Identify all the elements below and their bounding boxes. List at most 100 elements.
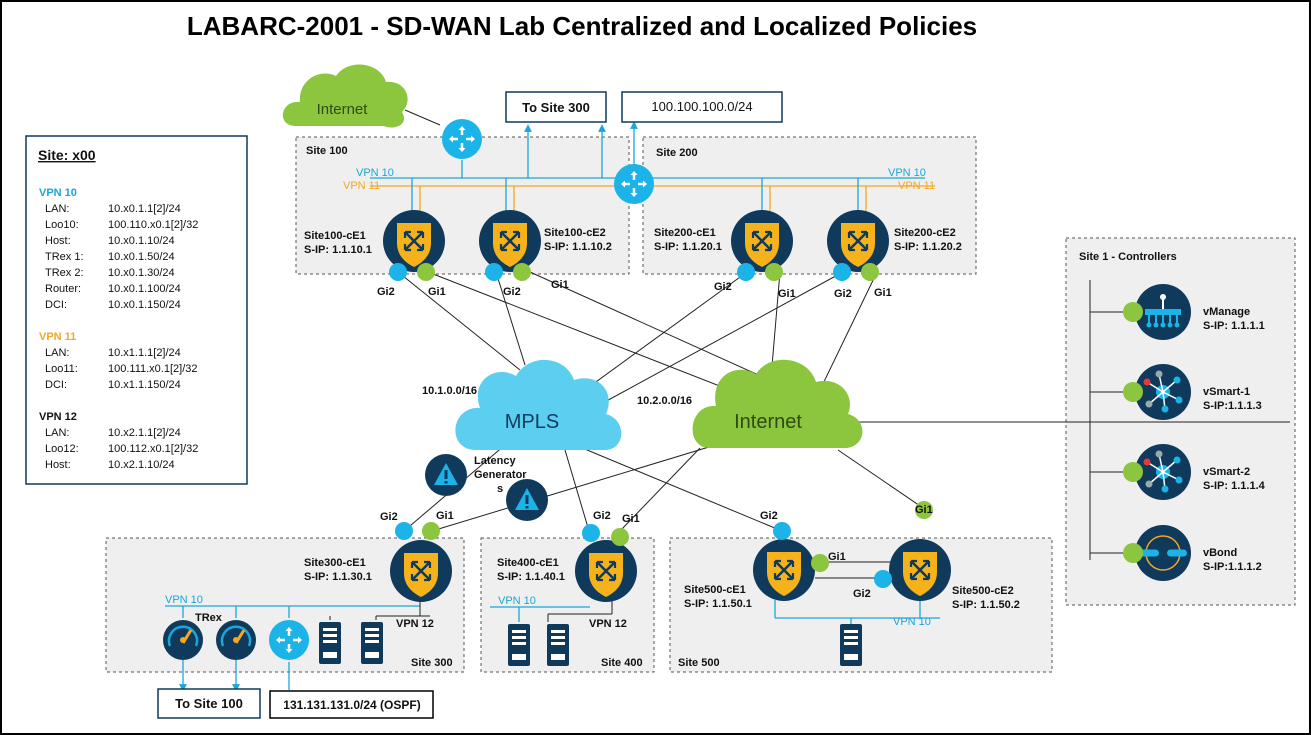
gi1-label: Gi1: [436, 510, 454, 522]
gi1-label: Gi1: [622, 513, 640, 525]
site-200-label: Site 200: [656, 147, 698, 159]
internet-label: Internet: [734, 411, 802, 433]
site300-ce1-name: Site300-cE1: [304, 557, 366, 569]
interface-dots-top: [389, 263, 879, 281]
to-site-100-label: To Site 100: [175, 696, 243, 711]
site-key-panel: Site: x00 VPN 10 LAN: 10.x0.1.1[2]/24Loo10…: [25, 135, 248, 485]
trex-gauge-icon: [161, 618, 205, 662]
site-key-row-label: TRex 1:: [45, 251, 84, 263]
site100-ce1-name: Site100-cE1: [304, 230, 366, 242]
gi1-label: Gi1: [551, 279, 569, 291]
controller-ip: S-IP: 1.1.1.4: [1203, 480, 1266, 492]
site-key-row-label: LAN:: [45, 427, 69, 439]
mpls-label: MPLS: [505, 411, 559, 433]
controllers-site-label: Site 1 - Controllers: [1079, 251, 1177, 263]
site-key-group-title: VPN 12: [39, 411, 77, 423]
site500-ce1-ip: S-IP: 1.1.50.1: [684, 598, 752, 610]
router-icon: [612, 162, 656, 206]
to-site-300-box: To Site 300: [505, 91, 607, 123]
gi2-label: Gi2: [714, 281, 732, 293]
latency-label: Latency: [474, 455, 516, 467]
controller-ip: S-IP:1.1.1.3: [1203, 400, 1262, 412]
vbond-icon: [1135, 525, 1191, 581]
site200-ce1-ip: S-IP: 1.1.20.1: [654, 241, 722, 253]
site-key-row-value: 10.x0.1.30/24: [108, 267, 175, 279]
internet-cloud-top: Internet: [282, 64, 408, 128]
site-500-lan: [774, 600, 940, 625]
latency-label: s: [497, 483, 503, 495]
controller-name: vSmart-1: [1203, 386, 1250, 398]
interface-dot: [1123, 462, 1143, 482]
router-icon: [440, 117, 484, 161]
gi2-label: Gi2: [503, 286, 521, 298]
edge-router-icon: [729, 208, 795, 274]
vpn10-label: VPN 10: [165, 594, 203, 606]
site-key-row-label: DCI:: [45, 379, 67, 391]
edge-router-icon: [388, 538, 454, 604]
edge-router-icon: [887, 537, 953, 603]
edge-router-icon: [381, 208, 447, 274]
site-key-row-label: Router:: [45, 283, 81, 295]
site-key-row-label: Loo12:: [45, 443, 79, 455]
site200-ce2-name: Site200-cE2: [894, 227, 956, 239]
vsmart-icon: [1135, 444, 1191, 500]
controller-name: vManage: [1203, 306, 1250, 318]
site-key-group-title: VPN 11: [39, 331, 76, 343]
gi2-label: Gi2: [760, 510, 778, 522]
site-key-title: Site: x00: [38, 147, 96, 163]
internet-cloud: Internet: [692, 359, 863, 449]
router-icon: [267, 618, 311, 662]
site-key-row-value: 10.x2.1.1[2]/24: [108, 427, 181, 439]
interface-dot: [1123, 543, 1143, 563]
site500-ce2-name: Site500-cE2: [952, 585, 1014, 597]
site-key-row-label: Loo10:: [45, 219, 79, 231]
interface-dot: [1123, 382, 1143, 402]
controller-ip: S-IP:1.1.1.2: [1203, 561, 1262, 573]
vpn10-label: VPN 10: [888, 167, 926, 179]
site-key-row-label: Loo11:: [45, 363, 78, 375]
gi1-label: Gi1: [874, 287, 892, 299]
gi2-label: Gi2: [380, 511, 398, 523]
vpn11-label: VPN 11: [898, 180, 935, 192]
vpn10-label: VPN 10: [356, 167, 394, 179]
gi1-label: Gi1: [828, 551, 846, 563]
vpn12-label: VPN 12: [589, 618, 627, 630]
trex-label: TRex: [195, 612, 223, 624]
latency-label: Generator: [474, 469, 527, 481]
edge-router-icon: [573, 538, 639, 604]
site-key-row-value: 10.x0.1.1[2]/24: [108, 203, 181, 215]
gi2-label: Gi2: [593, 510, 611, 522]
site300-ce1-ip: S-IP: 1.1.30.1: [304, 571, 372, 583]
site500-ce2-ip: S-IP: 1.1.50.2: [952, 599, 1020, 611]
site100-ce2-ip: S-IP: 1.1.10.2: [544, 241, 612, 253]
site-400-lan: [490, 595, 613, 622]
site-key-row-value: 100.112.x0.1[2]/32: [108, 443, 198, 455]
site-100-box: [295, 136, 630, 275]
site-400-label: Site 400: [601, 657, 643, 669]
server-icon: [319, 622, 341, 664]
site-key-row-value: 10.x0.1.100/24: [108, 283, 181, 295]
edge-router-icon: [825, 208, 891, 274]
site-key-row-value: 100.110.x0.1[2]/32: [108, 219, 198, 231]
site200-ce1-name: Site200-cE1: [654, 227, 716, 239]
latency-generator-icon: [506, 479, 548, 521]
controller-ip: S-IP: 1.1.1.1: [1203, 320, 1265, 332]
internet-network-label: 10.2.0.0/16: [637, 395, 692, 407]
mpls-cloud: MPLS: [455, 359, 622, 451]
server-icon: [840, 624, 862, 666]
site-key-group-title: VPN 10: [39, 187, 77, 199]
site-200-box: [642, 136, 977, 275]
ospf-prefix-label: 131.131.131.0/24 (OSPF): [283, 698, 420, 712]
site400-ce1-ip: S-IP: 1.1.40.1: [497, 571, 565, 583]
to-site-300-label: To Site 300: [522, 100, 590, 115]
ospf-prefix-box: 131.131.131.0/24 (OSPF): [269, 690, 434, 719]
trex-gauge-icon: [214, 618, 258, 662]
prefix-100-box: 100.100.100.0/24: [621, 91, 783, 123]
site500-ce1-name: Site500-cE1: [684, 584, 746, 596]
vsmart-icon: [1135, 364, 1191, 420]
site-key-row-value: 10.x0.1.150/24: [108, 299, 181, 311]
site-key-row-label: DCI:: [45, 299, 67, 311]
interface-dots-bottom: [395, 501, 933, 588]
edge-router-icon: [751, 537, 817, 603]
